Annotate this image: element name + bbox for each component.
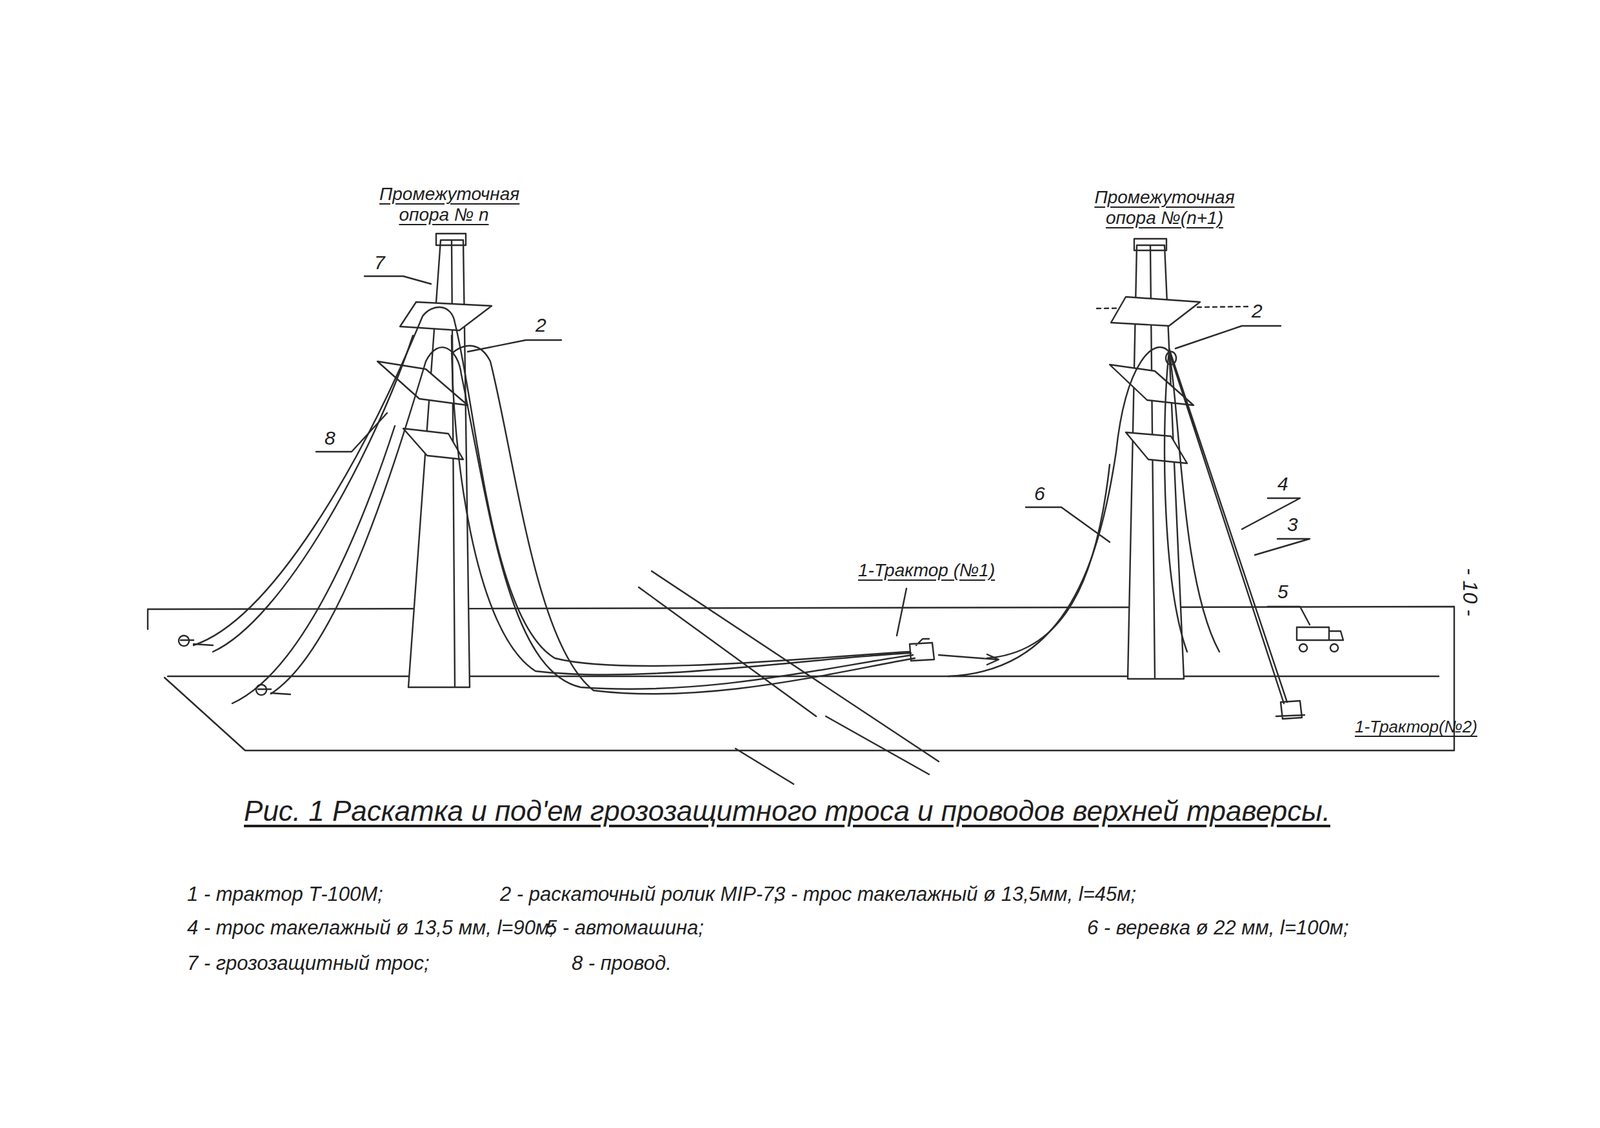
leader-line xyxy=(896,588,907,636)
leader-line xyxy=(316,412,388,452)
road xyxy=(638,570,939,784)
legend-line: 3 - трос такелажный ø 13,5мм, l=45м; xyxy=(774,882,1137,906)
tractor-label: 1-Трактор (№1) xyxy=(858,560,995,581)
cable xyxy=(212,335,911,675)
leader-line xyxy=(1254,538,1310,555)
figure-caption: Рис. 1 Раскатка и под'ем грозозащитного … xyxy=(154,794,1420,828)
leader-line xyxy=(467,340,562,352)
support-title: Промежуточная опора №(n+1) xyxy=(1080,187,1249,229)
legend-line: 1 - трактор Т-100М; xyxy=(187,882,384,906)
rope xyxy=(987,464,1110,659)
roller xyxy=(1165,351,1177,365)
callout-number: 7 xyxy=(374,251,386,275)
tractor xyxy=(909,638,999,665)
crossarm xyxy=(400,301,492,331)
crossarm xyxy=(403,428,464,460)
callout-number: 5 xyxy=(1277,580,1289,604)
callout-number: 6 xyxy=(1034,482,1046,506)
callout-number: 3 xyxy=(1287,513,1299,537)
crossarm xyxy=(1110,296,1200,326)
leader-line xyxy=(1267,606,1310,625)
callout-number: 4 xyxy=(1277,472,1289,496)
rope xyxy=(948,347,1220,677)
legend-line: 7 - грозозащитный трос; xyxy=(187,951,430,975)
callout-number: 8 xyxy=(324,427,336,450)
legend-line: 6 - веревка ø 22 мм, l=100м; xyxy=(1087,916,1350,940)
cable xyxy=(232,425,395,704)
callout-number: 2 xyxy=(1251,300,1263,323)
truck xyxy=(1296,627,1344,652)
tractor-label: 1-Трактор(№2) xyxy=(1354,717,1478,737)
cable xyxy=(270,347,913,694)
ground-plane xyxy=(147,606,1455,751)
callout-number: 2 xyxy=(535,314,547,337)
cable xyxy=(193,307,910,666)
legend-line: 5 - автомашина; xyxy=(545,916,704,940)
cable-reel xyxy=(178,635,291,695)
support-title: Промежуточная опора № n xyxy=(379,183,509,226)
legend-line: 2 - раскаточный ролик МІР-7; xyxy=(500,882,780,906)
leader-line xyxy=(364,276,431,284)
page-number: - 10 - xyxy=(1458,567,1482,617)
rope xyxy=(1164,348,1288,704)
legend-line: 4 - трос такелажный ø 13,5 мм, l=90м; xyxy=(187,916,555,940)
tractor xyxy=(1276,700,1305,719)
leader-line xyxy=(1025,507,1110,542)
legend-line: 8 - провод. xyxy=(571,951,672,975)
cable xyxy=(451,345,915,695)
leader-line xyxy=(1175,325,1281,349)
